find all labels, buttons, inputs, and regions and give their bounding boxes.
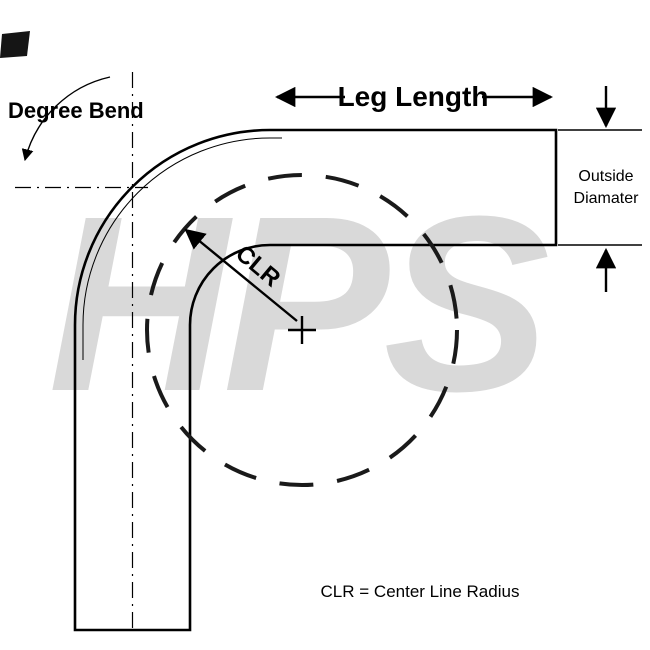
leg-length-label: Leg Length xyxy=(338,81,489,112)
watermark-logo: HPS xyxy=(48,164,548,443)
center-cross xyxy=(288,316,316,344)
clr-arrow xyxy=(184,228,298,322)
degree-bend-label: Degree Bend xyxy=(8,98,144,123)
degree-bend-arc xyxy=(21,76,111,162)
clr-circle xyxy=(145,173,459,487)
tube-wall-line xyxy=(82,137,282,360)
outside-diameter-label-line2: Diamater xyxy=(574,190,640,207)
clr-legend: CLR = Center Line Radius xyxy=(321,582,520,601)
outside-diameter-label-line1: Outside xyxy=(578,168,633,185)
tube-outline xyxy=(73,128,558,632)
watermark-badge xyxy=(0,31,30,58)
